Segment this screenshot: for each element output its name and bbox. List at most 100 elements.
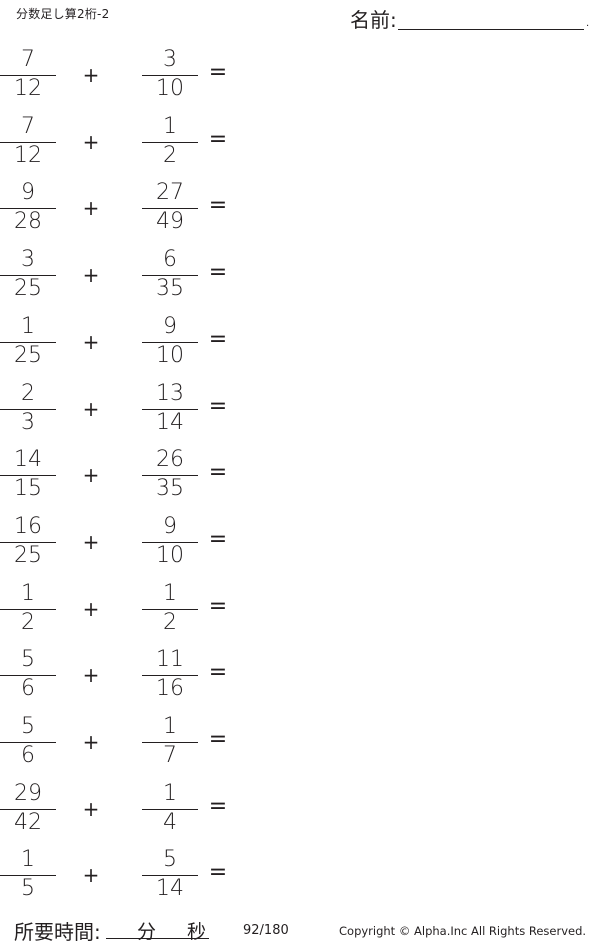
worksheet-title: 分数足し算2桁-2 <box>16 7 110 21</box>
second-numerator: 27 <box>156 180 184 206</box>
first-denominator: 6 <box>21 676 35 702</box>
first-numerator: 3 <box>21 247 35 273</box>
second-denominator: 10 <box>156 542 184 568</box>
fraction-bar <box>0 675 56 677</box>
equals-sign: = <box>208 793 228 819</box>
first-numerator: 29 <box>14 780 42 806</box>
footer: 所要時間: 分 秒 92/180 Copyright © Alpha.Inc A… <box>0 912 600 944</box>
first-numerator: 1 <box>21 313 35 339</box>
first-denominator: 5 <box>21 876 35 902</box>
second-denominator: 10 <box>156 76 184 101</box>
equals-sign: = <box>208 193 228 219</box>
plus-sign: + <box>82 263 100 288</box>
second-denominator: 7 <box>163 743 177 768</box>
name-label: 名前: <box>350 8 397 32</box>
equals-sign: = <box>208 860 228 886</box>
second-numerator: 6 <box>163 247 177 273</box>
first-numerator: 5 <box>21 647 35 673</box>
page-number: 92/180 <box>243 923 289 938</box>
equals-sign: = <box>208 126 228 152</box>
equals-sign: = <box>208 727 228 752</box>
first-denominator: 25 <box>14 276 42 302</box>
second-denominator: 14 <box>156 876 184 902</box>
plus-sign: + <box>82 396 100 421</box>
equals-sign: = <box>208 393 228 419</box>
fraction-bar <box>142 275 198 277</box>
fraction-bar <box>0 408 56 410</box>
first-numerator: 7 <box>21 113 35 139</box>
equals-sign: = <box>208 460 228 486</box>
fraction-bar <box>142 475 198 477</box>
second-numerator: 1 <box>163 714 177 739</box>
plus-sign: + <box>82 596 100 621</box>
minutes-label: 分 <box>137 921 157 943</box>
second-numerator: 26 <box>156 447 184 473</box>
fraction-bar <box>142 541 198 543</box>
fraction-bar <box>142 742 198 743</box>
second-numerator: 1 <box>163 780 177 806</box>
first-numerator: 16 <box>14 513 42 539</box>
fraction-bar <box>142 808 198 810</box>
first-denominator: 3 <box>21 409 35 435</box>
second-denominator: 49 <box>156 209 184 235</box>
plus-sign: + <box>82 663 100 688</box>
first-denominator: 42 <box>14 809 42 835</box>
equals-sign: = <box>208 260 228 286</box>
fraction-bar <box>142 875 198 877</box>
plus-sign: + <box>82 196 100 221</box>
name-underline <box>398 29 584 30</box>
second-denominator: 2 <box>163 609 177 635</box>
fraction-bar <box>0 541 56 543</box>
first-denominator: 25 <box>14 342 42 368</box>
second-denominator: 10 <box>156 342 184 368</box>
plus-sign: + <box>82 863 100 888</box>
fraction-bar <box>142 75 198 76</box>
fraction-bar <box>142 608 198 610</box>
fraction-bar <box>0 875 56 877</box>
first-denominator: 15 <box>14 476 42 502</box>
first-numerator: 5 <box>21 714 35 739</box>
first-denominator: 2 <box>21 609 35 635</box>
second-numerator: 1 <box>163 580 177 606</box>
first-numerator: 9 <box>21 180 35 206</box>
first-denominator: 6 <box>21 743 35 768</box>
fraction-bar <box>0 275 56 277</box>
second-numerator: 1 <box>163 113 177 139</box>
name-field[interactable]: 名前: . <box>350 4 590 32</box>
plus-sign: + <box>82 63 100 87</box>
fraction-bar <box>0 341 56 343</box>
first-denominator: 12 <box>14 142 42 168</box>
time-underline <box>106 938 209 939</box>
second-numerator: 9 <box>163 513 177 539</box>
second-denominator: 14 <box>156 409 184 435</box>
plus-sign: + <box>82 796 100 821</box>
fraction-bar <box>0 608 56 610</box>
equals-sign: = <box>208 60 228 85</box>
fraction-bar <box>142 408 198 410</box>
